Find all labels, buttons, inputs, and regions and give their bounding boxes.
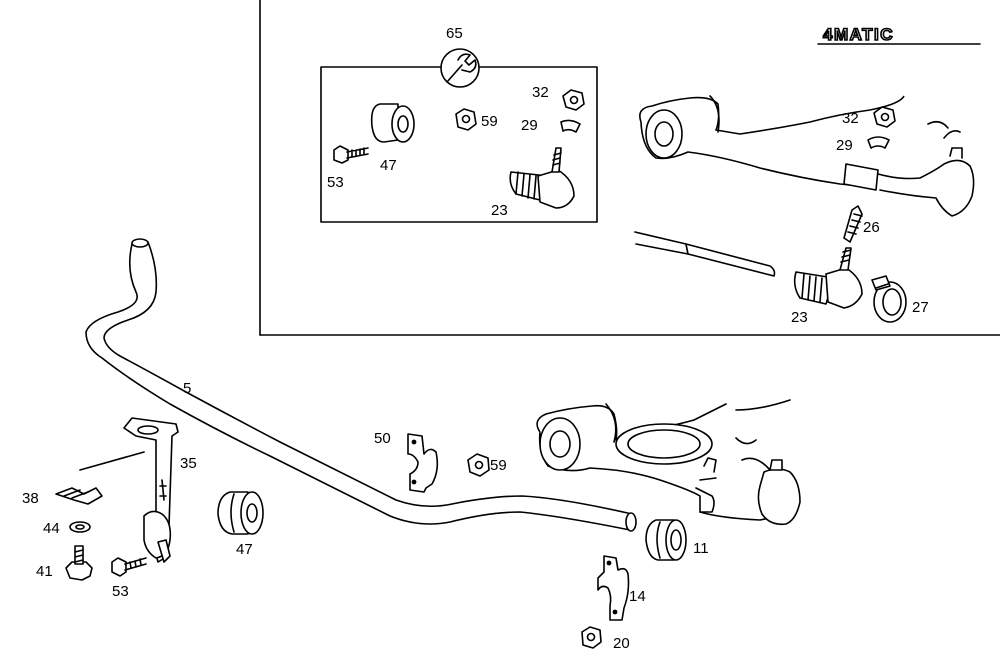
callout-65: 65 [446,25,463,42]
callout-20: 20 [613,635,630,652]
callout-47: 47 [236,541,253,558]
stabilizer-bar-5 [85,238,637,532]
callout-32-assembly: 32 [842,110,859,127]
callout-59: 59 [490,457,507,474]
nut-20 [581,626,602,649]
nut-32-inset [562,89,585,111]
bolt-41 [65,545,93,581]
callout-50: 50 [374,430,391,447]
callout-35: 35 [180,455,197,472]
callout-5: 5 [183,380,191,397]
callout-26: 26 [863,219,880,236]
link-bracket-35 [123,417,179,563]
spring-pin-26 [843,205,863,243]
clip-38 [55,451,145,505]
control-arm [536,399,801,526]
tool-detail-box: 65 [320,25,598,223]
callout-29-assembly: 29 [836,137,853,154]
callout-23-inset: 23 [491,202,508,219]
callout-38: 38 [22,490,39,507]
bolt-53-inset [333,145,369,164]
callout-41: 41 [36,563,53,580]
4matic-inset-frame [259,0,1000,336]
callout-59-inset: 59 [481,113,498,130]
callout-27: 27 [912,299,929,316]
callout-53: 53 [112,583,129,600]
bracket-50 [407,433,439,493]
callout-11: 11 [693,540,709,557]
washer-44 [69,521,91,533]
callout-23-assembly: 23 [791,309,808,326]
4matic-badge-text: 4MATIC [823,25,894,44]
callout-14: 14 [629,588,646,605]
rubber-bushing-47 [217,491,264,535]
washer-29-inset [560,119,581,133]
rubber-bushing-47-inset [370,103,415,143]
ball-joint-23-assembly [793,247,863,309]
4matic-control-arm [639,95,975,217]
nut-59 [467,453,490,477]
bolt-53 [111,557,147,577]
bracket-14 [597,555,630,621]
rubber-bushing-11 [645,519,687,561]
callout-47-inset: 47 [380,157,397,174]
hose-clamp-27 [871,275,907,323]
callout-53-inset: 53 [327,174,344,191]
callout-44: 44 [43,520,60,537]
callout-29-inset: 29 [521,117,538,134]
callout-32-inset: 32 [532,84,549,101]
nut-32-assembly [873,106,896,128]
nut-59-inset [455,108,477,131]
ball-joint-23-inset [509,147,575,209]
washer-29-assembly [867,136,890,149]
4matic-badge: 4MATIC [817,24,981,45]
tie-rod [634,231,776,277]
wrench-icon [440,48,480,88]
